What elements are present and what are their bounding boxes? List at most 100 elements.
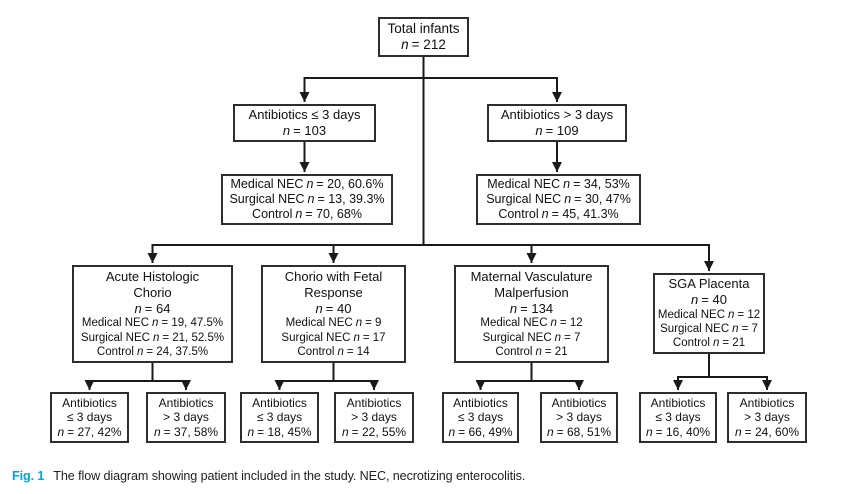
box-title-line1: Antibiotics: [453, 395, 508, 410]
box-title-line1: Antibiotics: [650, 395, 706, 410]
n-value-line: n= 64: [135, 301, 171, 317]
stat-label: Surgical NEC: [482, 331, 552, 344]
stat-value: = 21: [544, 345, 568, 358]
n-text: = 66, 49%: [458, 424, 513, 439]
n-italic: n: [401, 37, 409, 52]
box-title-line1: Antibiotics: [551, 395, 607, 410]
n-text: = 134: [520, 300, 554, 316]
n-italic: n: [136, 345, 144, 358]
box-title-line2: Response: [304, 284, 363, 300]
stat-label: Control: [495, 345, 533, 358]
n-text: = 103: [293, 123, 327, 138]
stat-label: Surgical NEC: [486, 191, 562, 206]
n-italic: n: [509, 300, 518, 316]
stat-label: Control: [672, 337, 710, 350]
n-italic: n: [152, 331, 160, 344]
n-italic: n: [448, 424, 456, 439]
n-text: = 212: [411, 37, 446, 52]
stat-value: = 13, 39.3%: [317, 191, 385, 206]
box-title-line2: Malperfusion: [494, 284, 569, 300]
box-title: Antibiotics > 3 days: [500, 107, 614, 123]
stat-label: Surgical NEC: [660, 323, 730, 336]
box-ahc-antibiotics-gt3: Antibiotics > 3 days n= 37, 58%: [146, 392, 226, 443]
stat-label: Surgical NEC: [80, 331, 150, 344]
stat-label: Medical NEC: [230, 176, 304, 191]
n-italic: n: [337, 345, 344, 358]
box-cfr-antibiotics-gt3: Antibiotics > 3 days n= 22, 55%: [334, 392, 414, 443]
box-title-line2: ≤ 3 days: [256, 410, 303, 425]
stat-value: = 12: [737, 308, 761, 321]
n-italic: n: [153, 424, 161, 439]
n-italic: n: [315, 300, 323, 316]
stat-value: = 21: [722, 337, 746, 350]
n-italic: n: [691, 292, 699, 308]
box-title-line2: ≤ 3 days: [66, 410, 113, 425]
n-italic: n: [355, 317, 363, 330]
box-title: Total infants: [387, 20, 460, 36]
n-italic: n: [564, 191, 572, 206]
stat-label: Control: [498, 207, 539, 222]
n-value-line: n= 18, 45%: [247, 425, 311, 440]
stat-value: = 70, 68%: [305, 207, 362, 222]
n-text: = 27, 42%: [67, 424, 122, 439]
n-italic: n: [554, 331, 562, 344]
n-italic: n: [282, 123, 291, 138]
stat-value: = 7: [564, 331, 581, 344]
n-italic: n: [734, 424, 742, 439]
box-maternal-vasculature-malperfusion: Maternal Vasculature Malperfusion n= 134…: [454, 265, 609, 363]
n-italic: n: [295, 207, 303, 222]
box-title-line1: Antibiotics: [62, 395, 117, 410]
stat-value: = 30, 47%: [574, 191, 631, 206]
box-title-line2: > 3 days: [163, 410, 209, 425]
n-italic: n: [645, 424, 653, 439]
n-value-line: n= 109: [535, 123, 578, 139]
n-text: = 68, 51%: [556, 424, 612, 439]
stat-label: Medical NEC: [81, 317, 149, 330]
stat-value: = 9: [365, 317, 382, 330]
box-title-line1: Acute Histologic: [105, 268, 200, 284]
stat-label: Medical NEC: [657, 308, 725, 321]
n-text: = 18, 45%: [257, 424, 312, 439]
box-mvm-antibiotics-le3: Antibiotics ≤ 3 days n= 66, 49%: [442, 392, 519, 443]
n-italic: n: [535, 345, 542, 358]
box-title-line1: Antibiotics: [252, 395, 307, 410]
box-title-line1: SGA Placenta: [668, 276, 750, 292]
n-text: = 40: [325, 300, 352, 316]
box-ahc-antibiotics-le3: Antibiotics ≤ 3 days n= 27, 42%: [50, 392, 129, 443]
n-value-line: n= 24, 60%: [735, 425, 799, 440]
n-text: = 37, 58%: [163, 424, 219, 439]
n-italic: n: [57, 424, 65, 439]
n-italic: n: [712, 337, 720, 350]
n-italic: n: [152, 317, 159, 330]
stat-label: Surgical NEC: [229, 191, 305, 206]
n-italic: n: [546, 424, 554, 439]
box-title-line2: > 3 days: [351, 410, 397, 425]
n-value-line: n= 16, 40%: [646, 425, 710, 440]
n-italic: n: [535, 123, 543, 138]
n-italic: n: [307, 191, 315, 206]
box-title-line1: Maternal Vasculature: [470, 268, 593, 284]
n-italic: n: [341, 424, 349, 439]
n-value-line: n= 134: [510, 301, 553, 317]
box-title-line1: Antibiotics: [346, 395, 402, 410]
stat-value: = 7: [741, 323, 758, 336]
box-antibiotics-gt3: Antibiotics > 3 days n= 109: [487, 104, 627, 142]
box-cfr-antibiotics-le3: Antibiotics ≤ 3 days n= 18, 45%: [240, 392, 319, 443]
